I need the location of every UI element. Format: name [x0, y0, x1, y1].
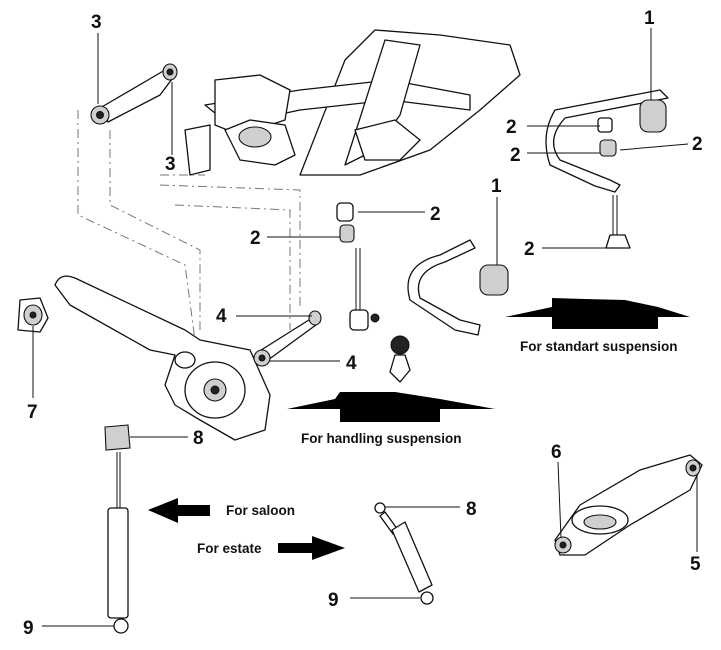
- callout-numbers: 1 1 2 2 2 2 2 2 3 3 4 4 5 6 7 8 8 9 9: [23, 8, 703, 639]
- anti-roll-bar-standard: [545, 89, 669, 249]
- assembly-guide-lines: [77, 110, 301, 341]
- callout-1-top: 1: [644, 8, 655, 29]
- arrow-up-standard-icon: [505, 298, 690, 329]
- callout-9-left: 9: [23, 618, 34, 639]
- trailing-arm-bush: [17, 297, 49, 333]
- captions: For standart suspension For handling sus…: [197, 339, 678, 556]
- callout-2-d: 2: [524, 239, 535, 260]
- leader-lines: [32, 28, 698, 627]
- arrow-right-icon: [278, 536, 345, 560]
- anti-roll-bar-handling: [389, 239, 509, 383]
- rear-subframe: [184, 29, 521, 176]
- callout-9-right: 9: [328, 590, 339, 611]
- caption-handling-suspension: For handling suspension: [301, 431, 462, 446]
- upper-control-arm: [90, 63, 178, 125]
- trailing-arm-knuckle: [54, 275, 271, 441]
- caption-for-estate: For estate: [197, 541, 262, 556]
- callout-8-left: 8: [193, 428, 204, 449]
- toe-link: [253, 310, 322, 367]
- callout-1-mid: 1: [491, 176, 502, 197]
- callout-7: 7: [27, 402, 38, 423]
- callout-2-f: 2: [250, 228, 261, 249]
- callout-2-b: 2: [510, 145, 521, 166]
- callout-2-e: 2: [430, 204, 441, 225]
- callout-6: 6: [551, 442, 562, 463]
- shock-absorber-saloon: [104, 424, 131, 634]
- callout-4-lower: 4: [346, 353, 357, 374]
- arrow-up-handling-icon: [287, 392, 495, 422]
- callout-8-right: 8: [466, 499, 477, 520]
- drop-link-handling: [336, 202, 380, 331]
- caption-for-saloon: For saloon: [226, 503, 295, 518]
- callout-3-top: 3: [91, 12, 102, 33]
- callout-3-bottom: 3: [165, 154, 176, 175]
- callout-2-c: 2: [692, 134, 703, 155]
- shock-absorber-estate: [374, 502, 434, 605]
- callout-2-a: 2: [506, 117, 517, 138]
- lower-spring-arm: [554, 454, 703, 556]
- arrow-left-icon: [148, 498, 210, 523]
- callout-5: 5: [690, 554, 701, 575]
- caption-standard-suspension: For standart suspension: [520, 339, 678, 354]
- callout-4-upper: 4: [216, 306, 227, 327]
